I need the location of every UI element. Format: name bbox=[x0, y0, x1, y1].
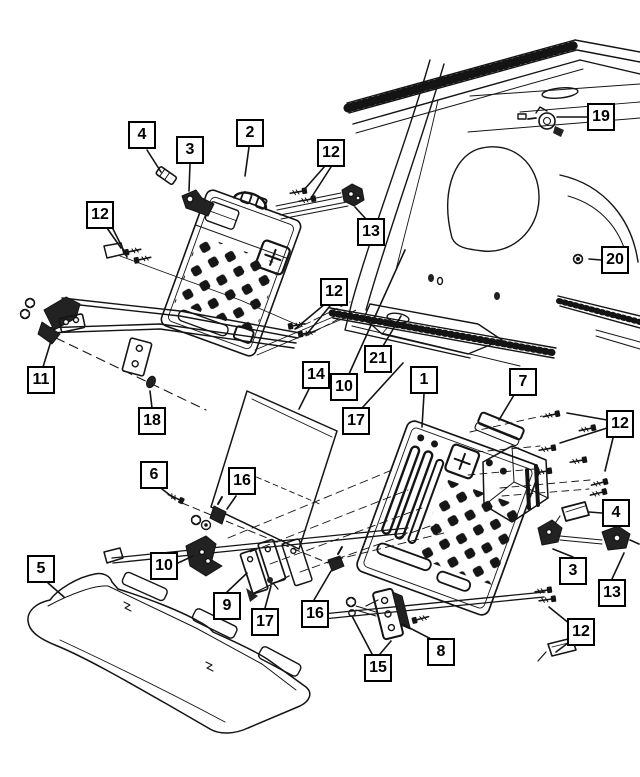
center-strap-bracket bbox=[121, 337, 156, 389]
callout-21[interactable]: 21 bbox=[364, 345, 392, 373]
callout-3[interactable]: 3 bbox=[176, 136, 204, 164]
lower-rod-hardware bbox=[301, 585, 577, 662]
hinge-assembly-left bbox=[19, 296, 86, 345]
striker-bracket-lower bbox=[185, 535, 223, 577]
leader-line-12 bbox=[566, 412, 608, 421]
leader-line-5 bbox=[47, 582, 65, 598]
leader-line-10 bbox=[348, 249, 406, 375]
leader-line-11 bbox=[42, 340, 52, 368]
callout-10[interactable]: 10 bbox=[150, 552, 178, 580]
stud-clip-lower bbox=[327, 555, 345, 572]
leader-line-12 bbox=[302, 165, 326, 192]
latch-plate-large bbox=[444, 443, 481, 480]
leader-line-8 bbox=[401, 623, 434, 641]
leader-line-13 bbox=[354, 206, 367, 220]
pivot-rod-and-brackets bbox=[103, 469, 449, 602]
leader-line-7 bbox=[498, 394, 515, 421]
callout-9[interactable]: 9 bbox=[213, 592, 241, 620]
seat-cushion-pad bbox=[27, 571, 311, 734]
leader-line-3 bbox=[188, 163, 191, 192]
leader-line-12 bbox=[548, 606, 571, 625]
callout-7[interactable]: 7 bbox=[509, 368, 537, 396]
leader-line-12 bbox=[559, 427, 608, 444]
callout-11[interactable]: 11 bbox=[27, 366, 55, 394]
callout-12[interactable]: 12 bbox=[320, 278, 348, 306]
callout-13[interactable]: 13 bbox=[357, 218, 385, 246]
callout-5[interactable]: 5 bbox=[27, 555, 55, 583]
grommet bbox=[146, 375, 156, 389]
support-plate bbox=[281, 538, 313, 587]
leader-line-2 bbox=[244, 146, 250, 177]
callout-13[interactable]: 13 bbox=[598, 579, 626, 607]
callout-6[interactable]: 6 bbox=[140, 461, 168, 489]
callout-8[interactable]: 8 bbox=[427, 638, 455, 666]
callout-15[interactable]: 15 bbox=[364, 654, 392, 682]
flag-bracket-bottom bbox=[547, 637, 577, 657]
callout-18[interactable]: 18 bbox=[138, 407, 166, 435]
callout-19[interactable]: 19 bbox=[587, 103, 615, 131]
callout-12[interactable]: 12 bbox=[86, 201, 114, 229]
leader-line-9 bbox=[226, 572, 248, 593]
leader-lines bbox=[42, 116, 625, 655]
seat-back-board bbox=[210, 390, 338, 550]
upper-panel-hardware bbox=[155, 166, 365, 220]
leader-line-17 bbox=[264, 585, 272, 609]
latch-striker-bar bbox=[474, 411, 525, 446]
hinge-bracket-8 bbox=[372, 587, 411, 641]
leader-line-21 bbox=[382, 315, 402, 347]
leader-line-12 bbox=[294, 303, 326, 330]
callout-16[interactable]: 16 bbox=[228, 467, 256, 495]
leader-line-20 bbox=[588, 258, 602, 261]
right-latch-hardware bbox=[537, 501, 640, 551]
callout-17[interactable]: 17 bbox=[251, 608, 279, 636]
callout-12[interactable]: 12 bbox=[606, 410, 634, 438]
leader-line-12 bbox=[604, 437, 614, 472]
callout-16[interactable]: 16 bbox=[301, 600, 329, 628]
leader-line-3 bbox=[552, 548, 574, 558]
flag-bracket-right bbox=[561, 501, 590, 522]
seat-latch-upper bbox=[517, 106, 564, 137]
leader-line-12 bbox=[106, 227, 122, 249]
callout-12[interactable]: 12 bbox=[567, 618, 595, 646]
callout-2[interactable]: 2 bbox=[236, 119, 264, 147]
leader-line-15 bbox=[379, 640, 392, 655]
leader-line-4 bbox=[146, 149, 162, 173]
leader-line-13 bbox=[611, 552, 625, 580]
leader-line-6 bbox=[161, 488, 176, 500]
headrest-guide-cap bbox=[155, 166, 178, 186]
callout-12[interactable]: 12 bbox=[317, 139, 345, 167]
leader-line-14 bbox=[298, 388, 310, 410]
leader-line-17 bbox=[361, 362, 404, 409]
leader-line-12 bbox=[305, 305, 331, 336]
right-screw-set bbox=[467, 409, 610, 500]
bolt-17 bbox=[267, 577, 273, 583]
callout-17[interactable]: 17 bbox=[342, 407, 370, 435]
callout-10[interactable]: 10 bbox=[330, 373, 358, 401]
stud-clip-upper bbox=[209, 505, 227, 525]
leader-line-16 bbox=[226, 495, 237, 510]
leader-line-16 bbox=[313, 570, 332, 601]
leader-line-18 bbox=[149, 390, 153, 409]
leader-line-12 bbox=[112, 228, 128, 258]
callout-4[interactable]: 4 bbox=[128, 121, 156, 149]
leader-line-15 bbox=[351, 615, 373, 655]
callout-3[interactable]: 3 bbox=[559, 557, 587, 585]
leader-line-1 bbox=[421, 393, 425, 428]
seat-back-panel-large bbox=[356, 420, 540, 616]
nut-fastener bbox=[572, 253, 584, 265]
leader-line-12 bbox=[310, 166, 332, 199]
callout-4[interactable]: 4 bbox=[602, 499, 630, 527]
callout-1[interactable]: 1 bbox=[410, 366, 438, 394]
seat-back-panel-small bbox=[160, 189, 302, 357]
leader-line-10 bbox=[177, 555, 194, 564]
leader-line-4 bbox=[588, 511, 603, 514]
callout-14[interactable]: 14 bbox=[302, 361, 330, 389]
callout-20[interactable]: 20 bbox=[601, 246, 629, 274]
